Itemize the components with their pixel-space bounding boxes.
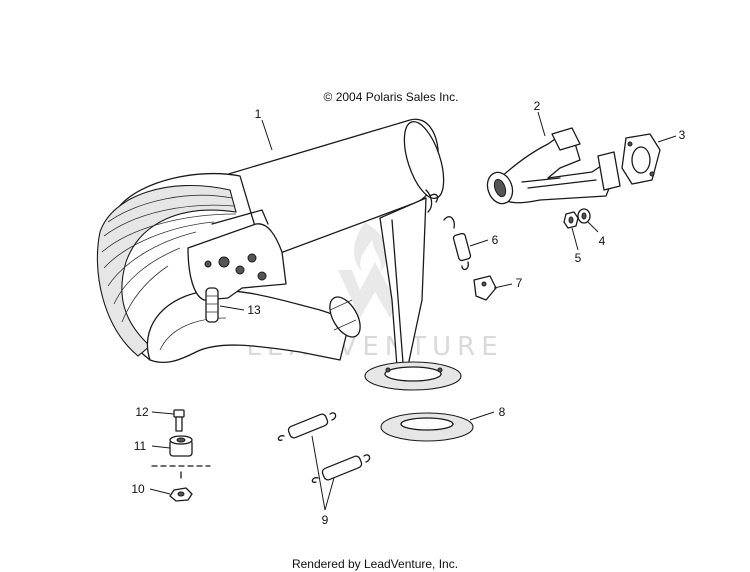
callout-labels: 1 2 3 4 5 6 7 8 9 10 11 12 13 xyxy=(131,99,685,527)
callout-10: 10 xyxy=(131,482,145,496)
part-4-washer xyxy=(577,208,591,224)
part-13-spring xyxy=(205,287,219,323)
callout-9: 9 xyxy=(322,513,329,527)
part-9-springs xyxy=(277,412,371,483)
callout-12: 12 xyxy=(135,405,149,419)
callout-1: 1 xyxy=(255,107,262,121)
footer-credit: Rendered by LeadVenture, Inc. xyxy=(292,557,458,571)
stand-base xyxy=(364,361,462,391)
part-10-nut xyxy=(169,487,193,502)
part-12-bolt xyxy=(173,409,185,432)
callout-6: 6 xyxy=(492,233,499,247)
callout-7: 7 xyxy=(516,276,523,290)
callout-3: 3 xyxy=(679,128,686,142)
part-6-spring xyxy=(443,216,472,271)
callout-2: 2 xyxy=(534,99,541,113)
spring-lower xyxy=(311,454,371,483)
part-8-grommet xyxy=(380,412,474,442)
callout-13: 13 xyxy=(247,303,261,317)
callout-4: 4 xyxy=(599,234,606,248)
muffler-assembly xyxy=(96,118,445,381)
copyright-text: © 2004 Polaris Sales Inc. xyxy=(324,90,459,104)
part-11-bushing xyxy=(169,435,193,457)
part-7-clamp xyxy=(473,275,497,301)
elbow-ribs xyxy=(101,194,237,323)
callout-5: 5 xyxy=(575,251,582,265)
part-5-nut xyxy=(563,211,579,229)
callout-11: 11 xyxy=(134,439,147,453)
part-3-gasket xyxy=(621,133,661,185)
spring-upper xyxy=(277,412,337,441)
callout-8: 8 xyxy=(499,405,506,419)
part-2-manifold xyxy=(486,127,621,205)
leader-lines xyxy=(149,111,677,511)
